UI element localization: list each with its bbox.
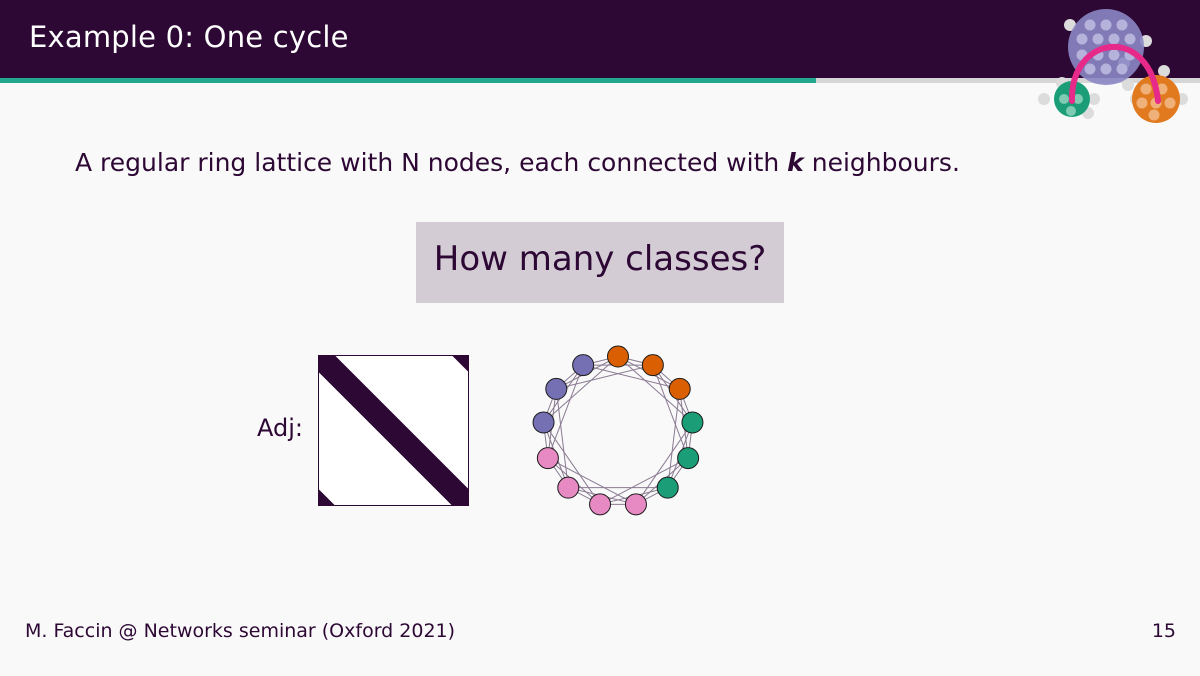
graph-node xyxy=(532,411,555,434)
graph-node xyxy=(536,447,559,470)
graph-edge xyxy=(547,457,637,505)
graph-node xyxy=(557,476,580,499)
graph-edge xyxy=(583,364,680,390)
header-bar: Example 0: One cycle xyxy=(0,0,1200,78)
graph-node xyxy=(624,493,647,516)
graph-edge xyxy=(547,364,584,459)
graph-edge xyxy=(667,388,681,488)
subtitle-suffix: neighbours. xyxy=(803,148,960,177)
graph-edge xyxy=(635,422,693,505)
graph-node xyxy=(607,345,629,368)
graph-edge xyxy=(599,457,689,505)
graph-node xyxy=(681,411,704,434)
adjacency-label: Adj: xyxy=(257,414,303,442)
graph-edge xyxy=(652,364,689,459)
adjacency-matrix xyxy=(318,355,469,506)
network-logo-icon xyxy=(1038,9,1188,123)
graph-edge xyxy=(556,364,653,390)
graph-edge xyxy=(543,422,601,505)
subtitle-k-symbol: k xyxy=(787,148,804,177)
slide-title: Example 0: One cycle xyxy=(29,20,349,54)
question-text: How many classes? xyxy=(433,239,767,279)
footer-text: M. Faccin @ Networks seminar (Oxford 202… xyxy=(25,620,456,642)
graph-node xyxy=(668,377,691,400)
graph-node xyxy=(677,447,700,470)
page-number: 15 xyxy=(1151,620,1176,642)
graph-edge xyxy=(543,356,619,423)
progress-bar xyxy=(0,78,1200,83)
graph-edge xyxy=(555,388,569,488)
question-box: How many classes? xyxy=(416,222,784,303)
graph-node xyxy=(589,493,612,516)
ring-lattice-graph xyxy=(532,345,704,516)
graph-node xyxy=(545,377,568,400)
graph-edge xyxy=(617,356,693,423)
slide-subtitle: A regular ring lattice with N nodes, eac… xyxy=(75,148,960,177)
graph-node xyxy=(572,354,595,377)
subtitle-prefix: A regular ring lattice with N nodes, eac… xyxy=(75,148,788,177)
progress-fill xyxy=(0,78,816,83)
graph-node xyxy=(641,354,664,377)
graph-node xyxy=(656,476,679,499)
